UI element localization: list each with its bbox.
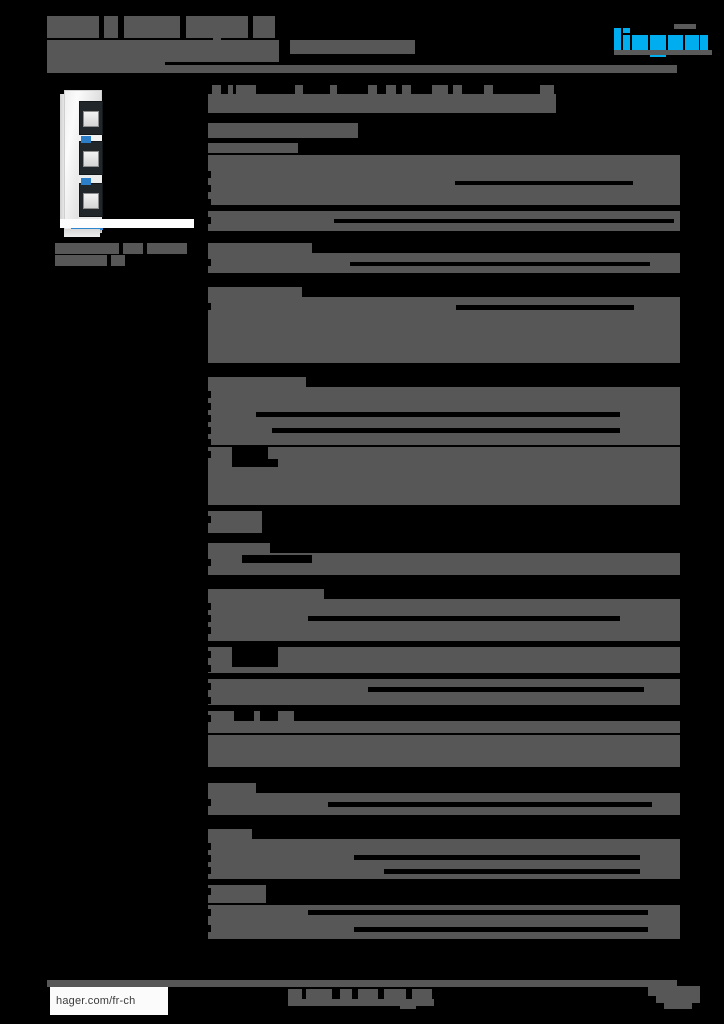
handle-1: [81, 136, 91, 143]
toc-group-heading: [208, 589, 680, 599]
fuse-slot-1: [79, 101, 103, 135]
fuse-slot-2: [79, 141, 103, 175]
toc-band: [208, 599, 680, 645]
header-line-2-redacted: [47, 40, 279, 62]
toc-band: [208, 387, 680, 445]
hager-logo: [614, 24, 712, 57]
header-line-2-tail-redacted: [290, 40, 415, 54]
product-housing: [64, 90, 103, 233]
toc-band: [208, 679, 680, 709]
header-rule: [47, 65, 677, 73]
toc-band: [208, 885, 680, 903]
toc-band: [208, 447, 680, 509]
page-subtitle-redacted: [208, 113, 680, 143]
toc-band: [208, 253, 680, 277]
product-image: [60, 88, 108, 237]
header-tick-mark: [213, 33, 221, 43]
toc-band: [208, 153, 680, 209]
toc-band: [208, 735, 680, 771]
toc-band: [208, 647, 680, 677]
toc-band: [208, 297, 680, 367]
toc-group-heading: [208, 143, 680, 153]
figure-white-band: [60, 219, 194, 228]
header-line-1-redacted: [47, 16, 275, 38]
product-figure: [55, 88, 195, 238]
product-side-panel: [60, 94, 66, 227]
product-base: [64, 229, 100, 237]
handle-2: [81, 178, 91, 185]
toc-group-heading: [208, 783, 680, 793]
toc-band: [208, 905, 680, 943]
footer-right-redacted: [648, 986, 700, 1010]
fuse-slot-3: [79, 183, 103, 217]
toc-band: [208, 553, 680, 579]
page-header: [47, 16, 677, 64]
toc-band: [208, 839, 680, 883]
footer-url[interactable]: hager.com/fr-ch: [50, 987, 168, 1015]
table-of-contents: [208, 85, 680, 943]
toc-group-heading: [208, 377, 680, 387]
toc-band: [208, 793, 680, 819]
toc-group-heading: [208, 829, 680, 839]
toc-band: [208, 511, 680, 533]
header-rule-cap: [47, 58, 165, 66]
page-title-redacted: [208, 85, 680, 113]
footer-rule: [47, 980, 677, 987]
toc-band: [208, 211, 680, 235]
toc-band: [208, 711, 680, 733]
toc-group-heading: [208, 243, 680, 253]
toc-group-heading: [208, 287, 680, 297]
toc-group-heading: [208, 543, 680, 553]
